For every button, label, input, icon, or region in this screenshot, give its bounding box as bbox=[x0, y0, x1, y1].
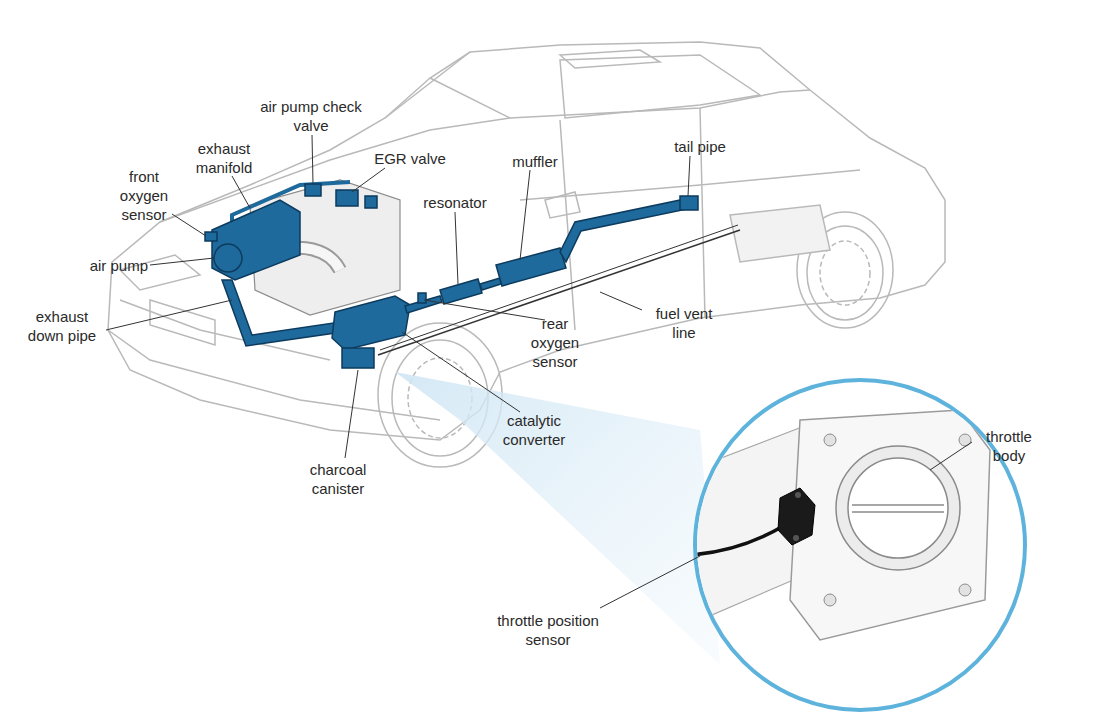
leader-line bbox=[312, 135, 313, 184]
leader-line bbox=[150, 258, 214, 265]
zoom-beam bbox=[395, 372, 720, 665]
leader-line bbox=[930, 442, 972, 470]
part-label: rear oxygen sensor bbox=[522, 314, 588, 371]
part-label: throttle position sensor bbox=[492, 611, 604, 649]
charcoal-canister bbox=[342, 348, 374, 368]
exhaust-manifold bbox=[212, 200, 300, 280]
rear-oxygen-sensor bbox=[418, 293, 426, 303]
fuel-tank bbox=[730, 205, 830, 262]
leader-line bbox=[688, 156, 690, 196]
part-label: throttle body bbox=[973, 427, 1045, 465]
throttle-bore-outer bbox=[836, 446, 960, 570]
leader-line bbox=[345, 370, 358, 458]
bolt bbox=[959, 584, 971, 596]
egr-valve bbox=[336, 190, 358, 206]
windshield bbox=[385, 52, 810, 118]
part-label: fuel vent line bbox=[644, 304, 724, 342]
pipe-to-muffler bbox=[480, 278, 501, 290]
car-body bbox=[108, 42, 945, 440]
side-window bbox=[560, 55, 760, 118]
tail-pipe-section bbox=[560, 198, 692, 262]
leader-line bbox=[424, 300, 545, 320]
sensor-screw bbox=[795, 492, 801, 498]
egr-valve-2 bbox=[365, 196, 377, 208]
leader-line bbox=[402, 332, 520, 412]
leader-line bbox=[600, 292, 642, 310]
leader-lines bbox=[106, 135, 972, 608]
sensor-screw bbox=[793, 535, 799, 541]
throttle-plate bbox=[852, 505, 944, 512]
part-label: muffler bbox=[500, 152, 570, 171]
leader-line bbox=[520, 170, 530, 260]
part-label: exhaust down pipe bbox=[18, 307, 106, 345]
leader-line bbox=[600, 556, 700, 608]
sensor-cable bbox=[620, 525, 785, 556]
part-label: air pump check valve bbox=[255, 97, 367, 135]
part-label: front oxygen sensor bbox=[112, 167, 176, 224]
leader-line bbox=[455, 212, 458, 284]
bolt bbox=[824, 434, 836, 446]
leader-line bbox=[172, 214, 206, 236]
catalytic-converter bbox=[332, 296, 410, 350]
part-label: charcoal canister bbox=[298, 460, 378, 498]
leader-line bbox=[352, 168, 385, 192]
part-label: tail pipe bbox=[660, 137, 740, 156]
part-label: EGR valve bbox=[365, 149, 455, 168]
sunroof bbox=[560, 50, 660, 68]
tail-pipe bbox=[680, 196, 698, 210]
front-oxygen-sensor bbox=[205, 232, 217, 241]
throttle-bore bbox=[848, 458, 948, 558]
mirror bbox=[545, 192, 580, 218]
door-lines bbox=[520, 108, 860, 330]
throttle-position-sensor bbox=[778, 488, 815, 545]
exhaust-down-pipe bbox=[222, 280, 342, 346]
inset-content bbox=[620, 410, 990, 640]
leader-line bbox=[232, 176, 250, 208]
throttle-housing bbox=[790, 410, 990, 640]
exhaust-system bbox=[205, 182, 698, 368]
resonator bbox=[440, 279, 482, 304]
leader-line bbox=[106, 300, 232, 330]
part-label: exhaust manifold bbox=[190, 139, 258, 177]
muffler bbox=[496, 248, 566, 286]
part-label: catalytic converter bbox=[492, 411, 576, 449]
air-pump bbox=[214, 244, 242, 272]
air-pump-check-valve bbox=[305, 184, 321, 196]
bolt bbox=[824, 594, 836, 606]
part-label: resonator bbox=[410, 193, 500, 212]
part-label: air pump bbox=[60, 256, 148, 275]
